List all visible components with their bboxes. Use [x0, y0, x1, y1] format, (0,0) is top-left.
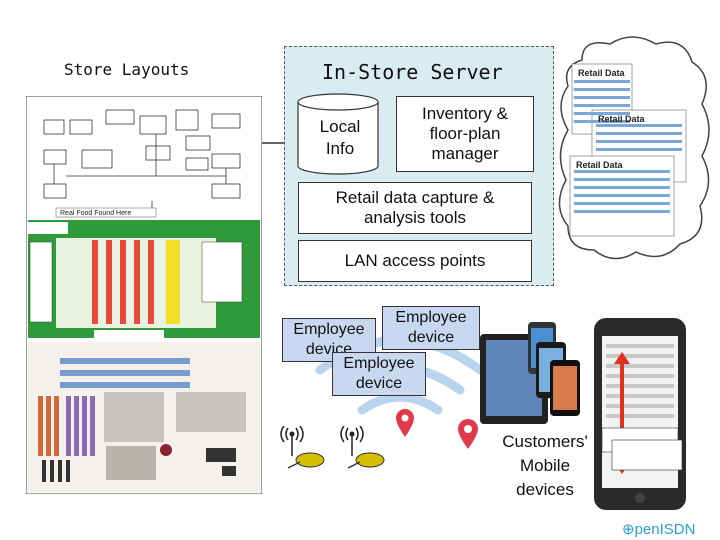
retail-data-doc-2: Retail Data — [598, 114, 645, 124]
location-pin-icon-2 — [458, 419, 478, 449]
retail-data-cloud — [558, 36, 710, 260]
antenna-icon-1 — [280, 426, 325, 469]
mobile-devices-image — [480, 322, 580, 424]
plan-banner: Real Food Found Here — [60, 210, 131, 217]
server-title: In-Store Server — [322, 60, 503, 84]
lan-access-points-box: LAN access points — [298, 240, 532, 282]
retail-data-doc-3: Retail Data — [576, 160, 623, 170]
smartphone-image — [594, 318, 686, 510]
store-floor-plan: Real Food Found Here — [26, 96, 262, 494]
retail-data-tools-box: Retail data capture & analysis tools — [298, 182, 532, 234]
local-info-text: Local Info — [319, 117, 361, 158]
retail-data-doc-1: Retail Data — [578, 68, 625, 78]
inventory-manager-box: Inventory & floor-plan manager — [396, 96, 534, 172]
employee-device-box-1: Employee device — [382, 306, 480, 350]
database-cylinder — [297, 93, 379, 175]
antenna-icon-2 — [340, 426, 385, 469]
openisdn-logo: ⊕penISDN — [622, 521, 696, 538]
employee-device-box-3: Employee device — [332, 352, 426, 396]
store-layouts-label: Store Layouts — [64, 60, 190, 79]
customers-mobile-devices-text: Customers' Mobile devices — [502, 432, 588, 499]
location-pin-icon-1 — [396, 409, 414, 437]
